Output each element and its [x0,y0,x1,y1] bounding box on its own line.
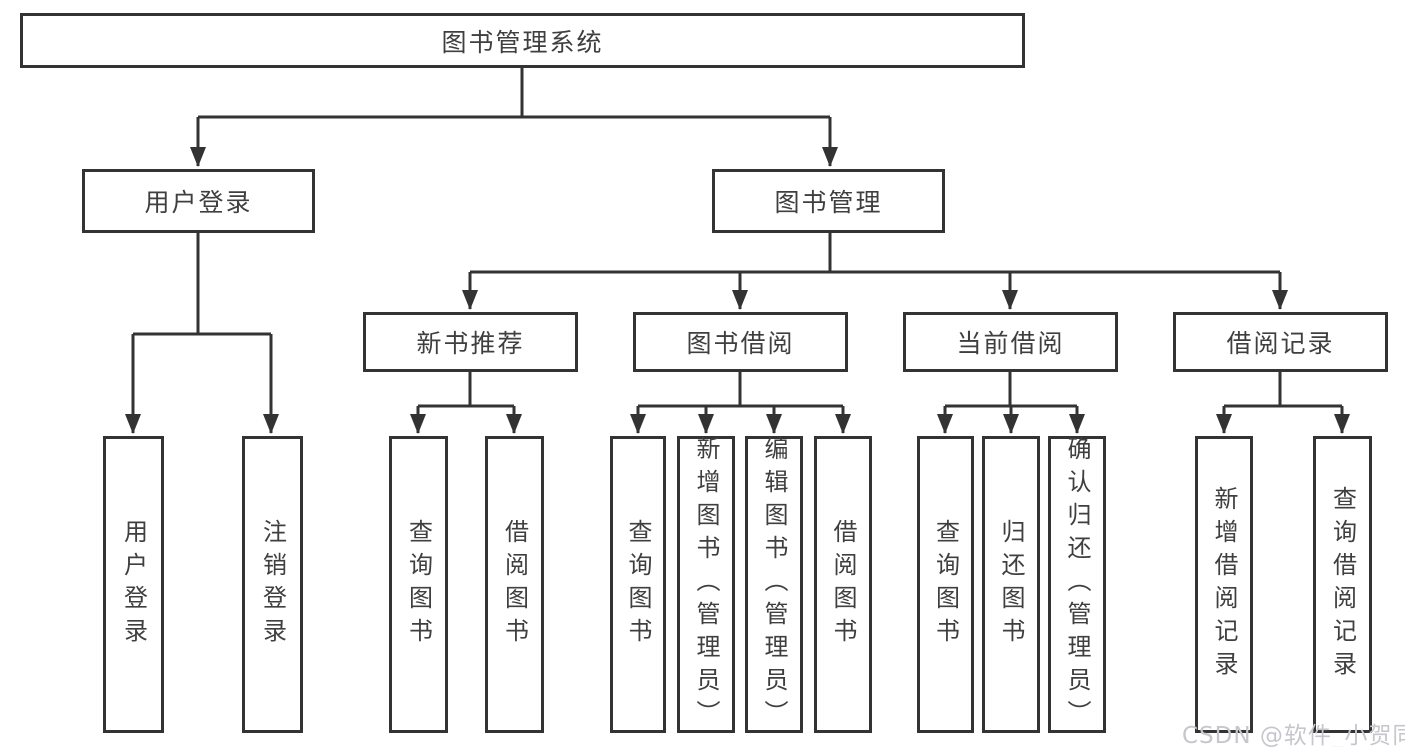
leaf-confirm-return-admin: 确认归还（管理员） [1048,436,1106,733]
leaf-query-books-recommend: 查询图书 [389,436,448,733]
node-user-login: 用户登录 [82,169,315,233]
leaf-edit-book-admin: 编辑图书（管理员） [745,436,803,733]
leaf-logout-login: 注销登录 [242,436,303,733]
node-library-management-system: 图书管理系统 [20,13,1025,68]
node-book-management: 图书管理 [712,169,945,233]
node-current-borrowing: 当前借阅 [903,312,1118,372]
csdn-watermark: CSDN @软件_小贺同学 [1182,723,1405,747]
leaf-borrow-books-borrowing: 借阅图书 [814,436,872,733]
leaf-return-books: 归还图书 [982,436,1040,733]
node-book-borrowing: 图书借阅 [633,312,848,372]
leaf-query-books-borrowing: 查询图书 [610,436,666,733]
leaf-query-borrow-record: 查询借阅记录 [1313,436,1372,733]
node-new-book-recommendation: 新书推荐 [363,312,578,372]
node-borrowing-records: 借阅记录 [1173,312,1388,372]
leaf-query-books-current: 查询图书 [917,436,974,733]
leaf-add-borrow-record: 新增借阅记录 [1195,436,1253,733]
leaf-add-book-admin: 新增图书（管理员） [677,436,735,733]
leaf-borrow-books-recommend: 借阅图书 [485,436,544,733]
leaf-user-login: 用户登录 [103,436,164,733]
